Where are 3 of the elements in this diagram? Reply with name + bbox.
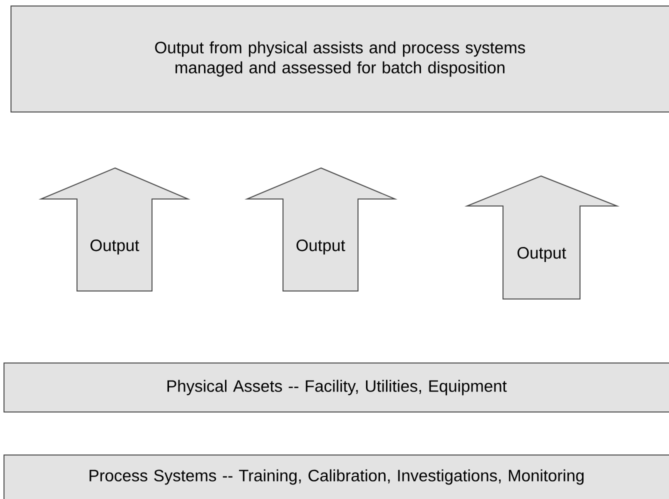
process-band: Process Systems -- Training, Calibration, Investigations, Monitoring — [4, 454, 669, 499]
output-box: Output from physical assists and process systems managed and assessed for batch disposition — [10, 6, 669, 112]
process-band: Physical Assets -- Facility, Utilities, Equipment — [4, 362, 669, 412]
